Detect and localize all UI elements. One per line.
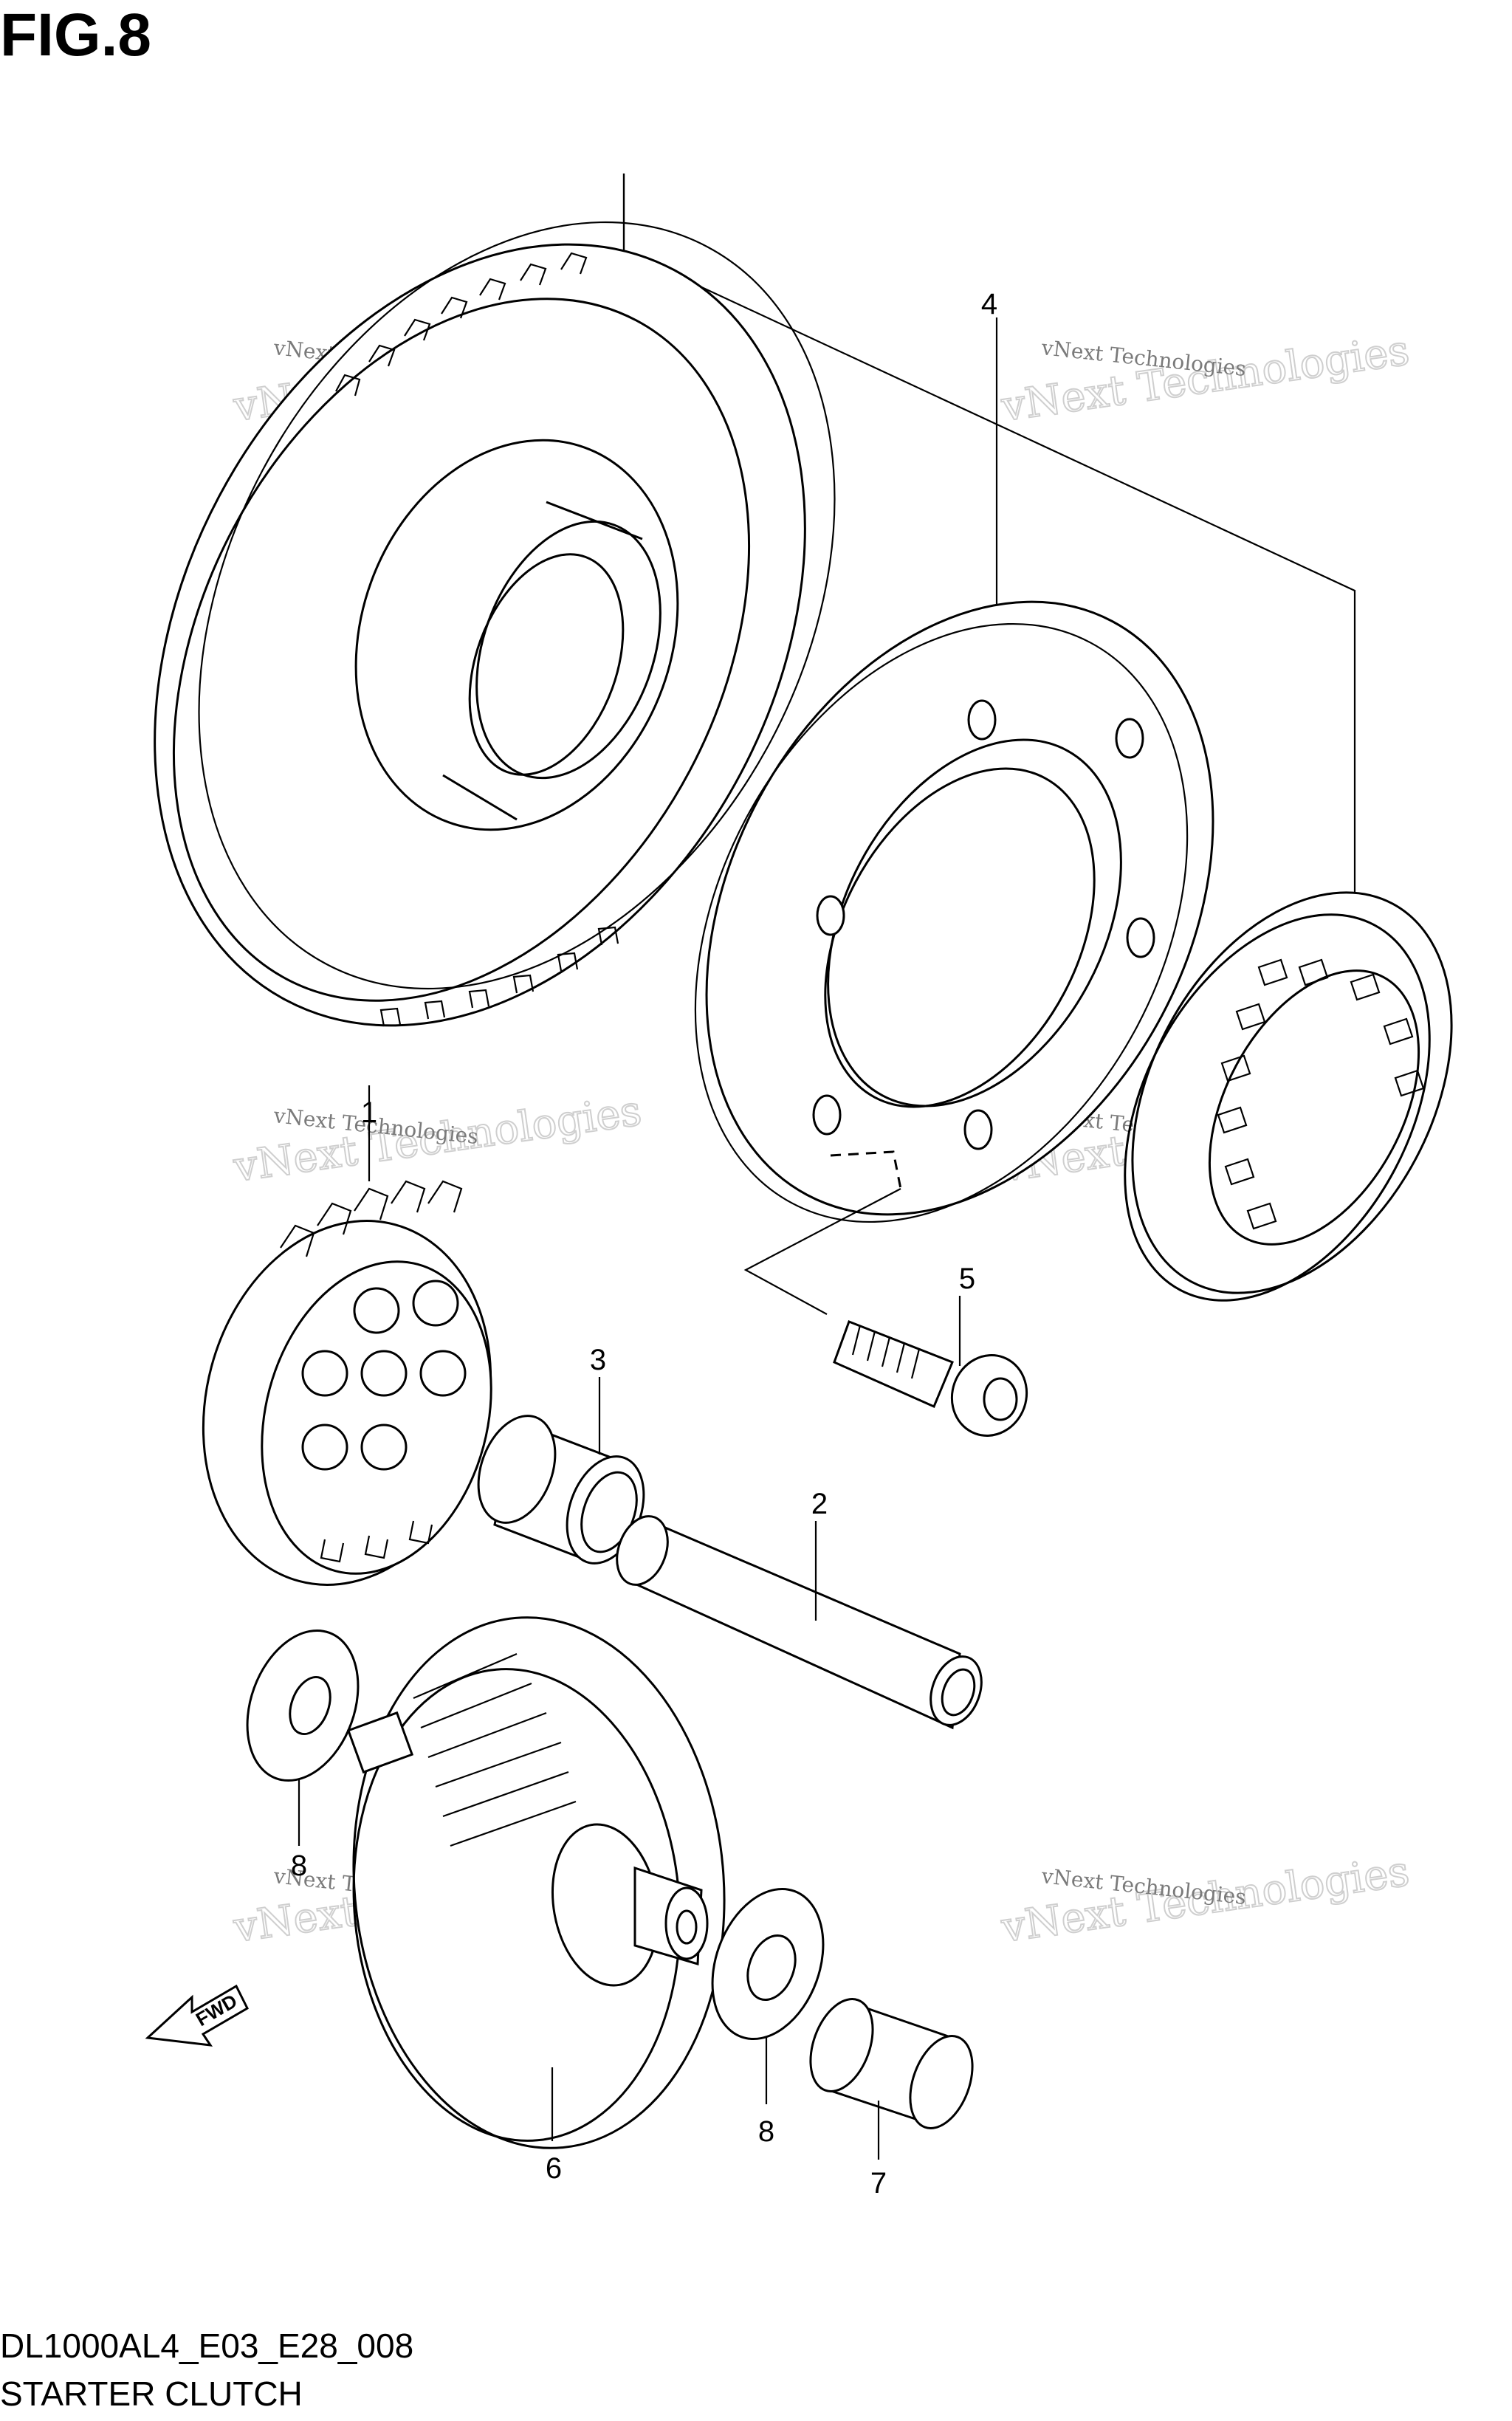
figure-code: DL1000AL4_E03_E28_008 [0, 2326, 414, 2365]
figure-title: FIG.8 [0, 1, 152, 69]
part-label-1: 1 [361, 1096, 377, 1129]
watermark-2: vNext Technologies vNext Technologies [997, 326, 1413, 432]
starter-driven-gear [154, 221, 836, 1027]
washer-right [711, 1887, 825, 2104]
assembly-bracket [622, 174, 1356, 916]
part-label-6: 6 [546, 2152, 562, 2185]
figure-name: STARTER CLUTCH [0, 2374, 303, 2413]
idle-gear [202, 1085, 492, 1586]
part-label-7: 7 [870, 2167, 887, 2199]
clutch-housing [346, 1616, 726, 2149]
part-label-4: 4 [981, 288, 997, 320]
washer-left [246, 1629, 360, 1846]
shaft [616, 1515, 983, 1730]
watermark-3: vNext Technologies vNext Technologies [230, 1086, 645, 1192]
fwd-arrow-icon: FWD [145, 1984, 249, 2047]
part-label-3: 3 [590, 1344, 606, 1376]
starter-clutch-body [694, 600, 1214, 1315]
part-label-8-right: 8 [758, 2115, 774, 2148]
part-label-5: 5 [959, 1263, 975, 1295]
watermark-6: vNext Technologies vNext Technologies [997, 1847, 1413, 1953]
part-label-8-left: 8 [291, 1850, 307, 1882]
bolt [833, 1296, 1028, 1437]
part-label-2: 2 [811, 1488, 828, 1520]
one-way-clutch [1124, 891, 1453, 1302]
spacer [809, 1998, 974, 2160]
